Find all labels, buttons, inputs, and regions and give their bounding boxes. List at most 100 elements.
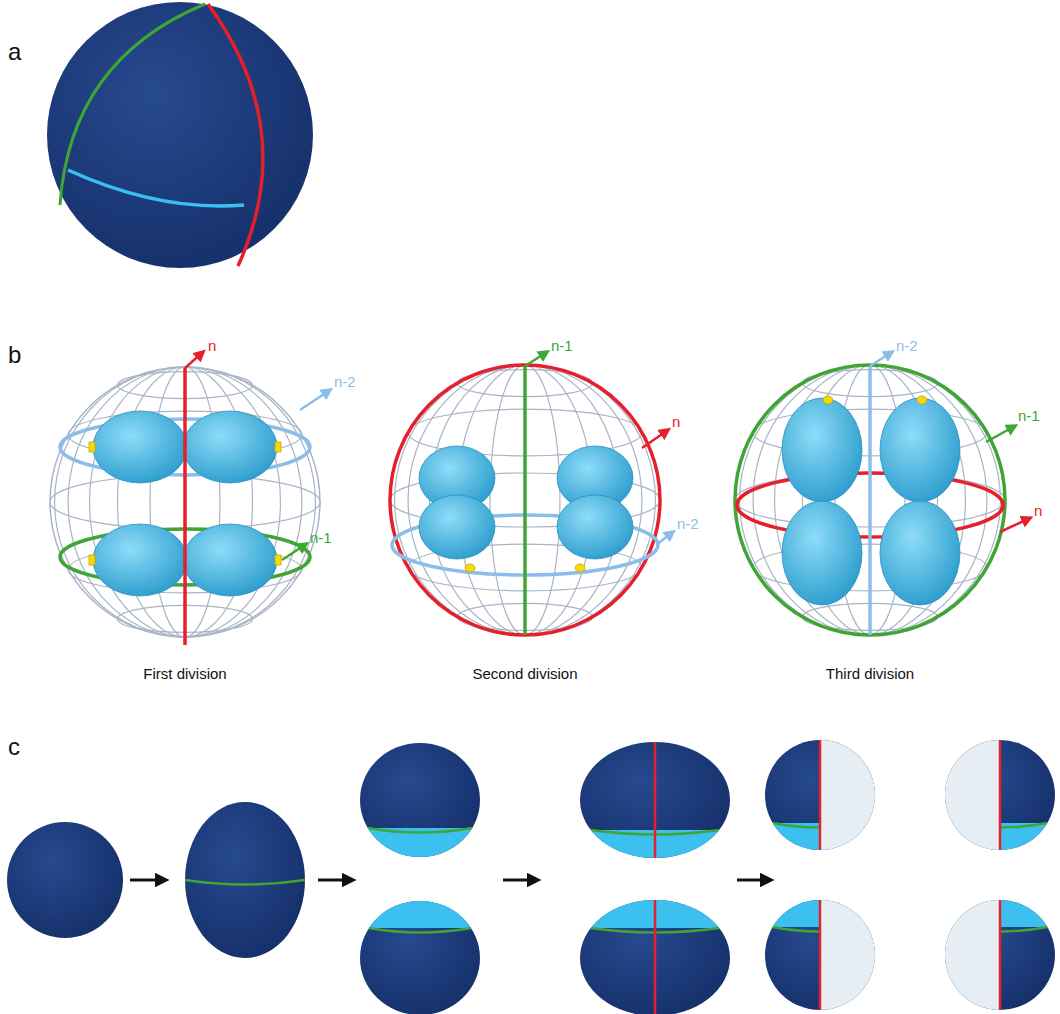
blastomere bbox=[360, 743, 480, 857]
axis-label: n-2 bbox=[677, 516, 699, 531]
axis-arrow bbox=[282, 544, 306, 560]
axis-label: n-2 bbox=[896, 338, 918, 353]
axis-label: n bbox=[208, 338, 216, 353]
polar-marker bbox=[465, 564, 475, 572]
dark-region bbox=[580, 900, 730, 1014]
axis-arrow bbox=[525, 352, 547, 366]
axis-arrow bbox=[503, 879, 537, 882]
cell bbox=[782, 398, 862, 502]
axis-label: n bbox=[1034, 503, 1042, 518]
blastomere bbox=[185, 802, 305, 958]
light-region bbox=[360, 901, 480, 928]
cleavage-line bbox=[999, 740, 1002, 850]
cell bbox=[419, 495, 495, 559]
axis-arrow bbox=[185, 352, 203, 368]
polar-marker bbox=[575, 564, 585, 572]
sphere-outline bbox=[735, 365, 1005, 635]
meridian bbox=[753, 365, 987, 635]
division-axis bbox=[523, 366, 527, 635]
meridian bbox=[490, 365, 560, 635]
division-plane bbox=[390, 365, 660, 635]
dark-region bbox=[765, 900, 875, 1010]
cleavage-line bbox=[369, 928, 471, 933]
division-caption: Second division bbox=[472, 666, 577, 681]
division-plane bbox=[735, 365, 1005, 635]
meridian bbox=[395, 365, 656, 635]
cell bbox=[880, 501, 960, 605]
sphere bbox=[47, 2, 313, 268]
blastomere bbox=[945, 740, 1055, 850]
egg-sphere bbox=[7, 822, 123, 938]
axis-arrow bbox=[318, 879, 352, 882]
cleavage-line bbox=[368, 828, 473, 833]
light-region bbox=[360, 828, 480, 857]
meridian-line bbox=[208, 4, 263, 266]
wireframe-sphere bbox=[735, 365, 1005, 635]
polar-marker bbox=[275, 442, 281, 452]
cleavage-line bbox=[654, 900, 657, 1014]
panel-letter: c bbox=[8, 735, 20, 759]
dark-region bbox=[580, 742, 730, 858]
dark-region bbox=[945, 900, 1055, 1010]
dark-region bbox=[360, 743, 480, 857]
dark-region bbox=[765, 740, 875, 850]
polar-marker bbox=[275, 555, 281, 565]
polar-marker bbox=[917, 396, 927, 404]
dark-region bbox=[360, 901, 480, 1014]
axis-arrow bbox=[870, 352, 892, 366]
cell bbox=[557, 495, 633, 559]
meridian bbox=[775, 365, 966, 635]
axis-label: n bbox=[672, 414, 680, 429]
panel-letter: b bbox=[8, 343, 21, 367]
blastomere bbox=[765, 900, 875, 1010]
blastomere bbox=[580, 742, 730, 858]
pale-region bbox=[820, 740, 875, 850]
cleavage-line bbox=[819, 740, 822, 850]
cleavage-line bbox=[654, 742, 657, 858]
division-axis bbox=[183, 368, 187, 645]
axis-label: n-2 bbox=[334, 374, 356, 389]
cell bbox=[93, 524, 187, 596]
pale-region bbox=[820, 900, 875, 1010]
cell bbox=[93, 411, 187, 483]
pale-region bbox=[945, 740, 1000, 850]
cleavage-line bbox=[185, 880, 305, 885]
polar-marker bbox=[89, 555, 95, 565]
axis-arrow bbox=[642, 430, 668, 448]
axis-label: n-1 bbox=[551, 338, 573, 353]
cell bbox=[183, 411, 277, 483]
blastomere bbox=[765, 740, 875, 850]
meridian bbox=[408, 365, 642, 635]
axis-arrow bbox=[1000, 518, 1030, 532]
cleavage-line bbox=[819, 900, 822, 1010]
blastomere bbox=[360, 901, 480, 1014]
panel-letter: a bbox=[8, 40, 21, 64]
blastomere bbox=[945, 900, 1055, 1010]
pale-region bbox=[945, 900, 1000, 1010]
polar-marker bbox=[89, 442, 95, 452]
axis-arrow bbox=[737, 879, 770, 882]
division-caption: First division bbox=[143, 666, 226, 681]
axis-arrow bbox=[300, 390, 330, 410]
cleavage-line bbox=[999, 900, 1002, 1010]
blastomere bbox=[580, 900, 730, 1014]
cell bbox=[782, 501, 862, 605]
dark-region bbox=[185, 802, 305, 958]
division-caption: Third division bbox=[826, 666, 914, 681]
axis-label: n-1 bbox=[310, 530, 332, 545]
polar-marker bbox=[823, 396, 833, 404]
axis-label: n-1 bbox=[1018, 408, 1040, 423]
axis-arrow bbox=[656, 532, 673, 545]
axis-arrow bbox=[130, 879, 165, 882]
sphere-outline bbox=[390, 365, 660, 635]
division-axis bbox=[868, 366, 872, 635]
axis-arrow bbox=[986, 426, 1015, 442]
cell bbox=[183, 524, 277, 596]
cell bbox=[880, 398, 960, 502]
latitude-line bbox=[68, 170, 244, 206]
wireframe-sphere bbox=[390, 365, 660, 635]
meridian bbox=[740, 365, 1001, 635]
dark-region bbox=[945, 740, 1055, 850]
